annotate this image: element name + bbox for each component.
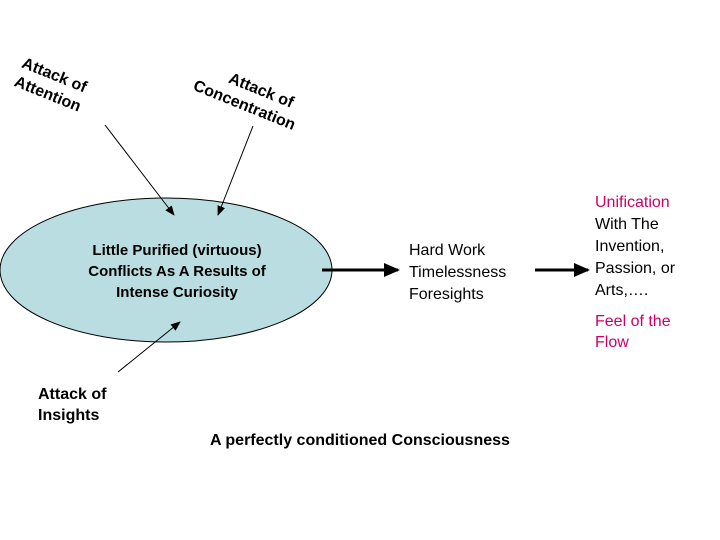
unification-text: Unification With The Invention, Passion,… (595, 194, 676, 299)
arrow-attention (104, 124, 175, 216)
hard-work-text: Hard Work Timelessness Foresights (409, 242, 507, 303)
arrow-concentration (217, 125, 254, 216)
attack-insights-label: Attack of Insights (38, 386, 107, 424)
arrow-insights (117, 321, 181, 373)
central-ellipse-text: Little Purified (virtuous) Conflicts As … (88, 242, 266, 301)
feel-of-flow-text: Feel of the Flow (595, 313, 671, 351)
diagram-caption: A perfectly conditioned Consciousness (210, 432, 510, 449)
